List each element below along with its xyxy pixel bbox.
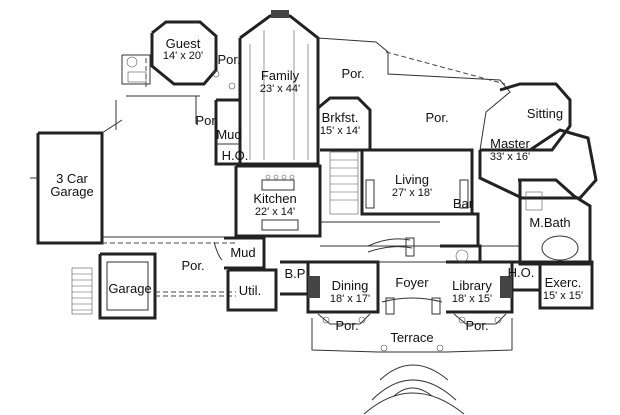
porch-label-front-left: Por. (335, 318, 358, 333)
mud-label-upper: Mud (216, 127, 241, 142)
dining-label: Dining (332, 278, 369, 293)
living-label: Living (395, 172, 429, 187)
ho-label-upper: H.O. (222, 148, 249, 163)
exerc-label: Exerc. (545, 275, 582, 290)
three-car-garage-label: 3 Car (56, 171, 88, 186)
room-labels: Guest 14' x 20' Family 23' x 44' Por. Po… (50, 36, 583, 345)
exerc-dims: 15' x 15' (543, 290, 583, 302)
porch-label-front-right: Por. (465, 318, 488, 333)
living-dims: 27' x 18' (392, 187, 432, 199)
porch-label-rear-right: Por. (425, 110, 448, 125)
dining-dims: 18' x 17' (330, 293, 370, 305)
porch-label-lower-left: Por. (181, 258, 204, 273)
three-car-garage-label-2: Garage (50, 184, 93, 199)
kitchen-label: Kitchen (253, 191, 296, 206)
terrace-label: Terrace (390, 330, 433, 345)
master-dims: 33' x 16' (490, 151, 530, 163)
porch-label-rear-left: Por. (341, 66, 364, 81)
brkfst-label: Brkfst. (322, 110, 359, 125)
master-label: Master (490, 136, 530, 151)
family-label: Family (261, 68, 300, 83)
porch-label-guest: Por. (217, 52, 240, 67)
foyer-label: Foyer (395, 275, 429, 290)
family-dims: 23' x 44' (260, 83, 300, 95)
bp-label: B.P (285, 266, 306, 281)
garage-label: Garage (108, 281, 151, 296)
brkfst-dims: 15' x 14' (320, 125, 360, 137)
library-dims: 18' x 15' (452, 293, 492, 305)
mbath-label: M.Bath (529, 215, 570, 230)
util-label: Util. (239, 283, 261, 298)
sitting-label: Sitting (527, 106, 563, 121)
porch-label-mud: Por. (195, 113, 218, 128)
guest-label: Guest (166, 36, 201, 51)
bar-label: Bar (453, 196, 474, 211)
library-label: Library (452, 278, 492, 293)
kitchen-dims: 22' x 14' (255, 206, 295, 218)
mud-label-lower: Mud (230, 245, 255, 260)
guest-dims: 14' x 20' (163, 50, 203, 62)
structure (30, 10, 598, 415)
ho-label-lower: H.O. (508, 265, 535, 280)
